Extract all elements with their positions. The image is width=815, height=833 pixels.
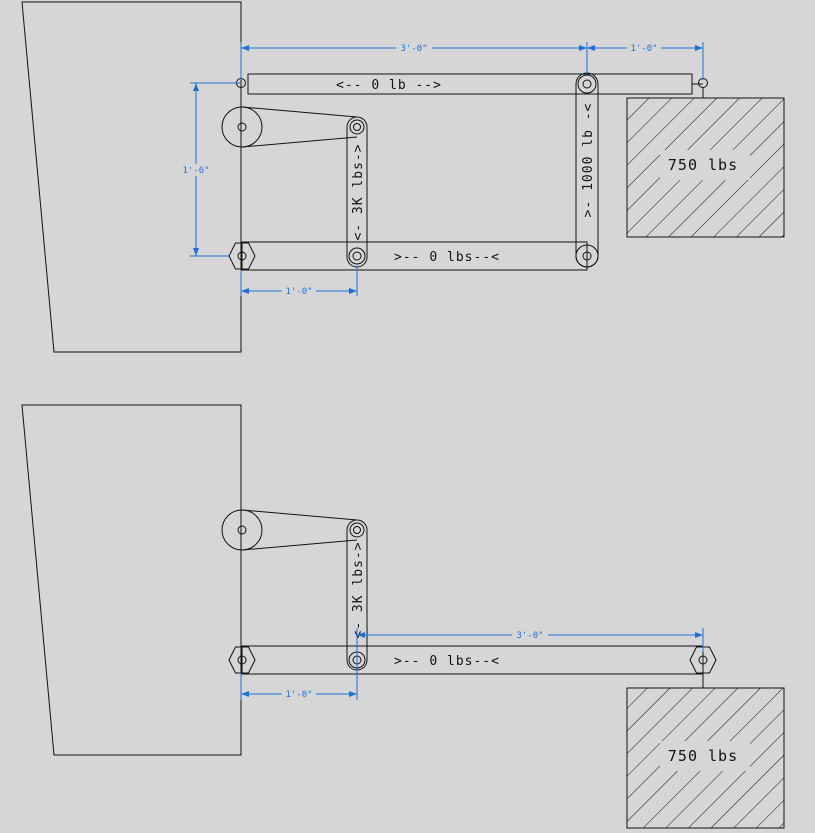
right-link-top-pin bbox=[577, 74, 597, 94]
right-link-top-pin-center bbox=[582, 79, 592, 89]
left-link-top-pin-center-2 bbox=[353, 526, 361, 534]
top-diagram bbox=[21, 1, 785, 353]
top-span-ext-dim: 1'-0" bbox=[630, 44, 657, 54]
crank-disk bbox=[221, 106, 263, 148]
crank-arm-upper bbox=[241, 106, 358, 118]
crank-center-2 bbox=[237, 525, 247, 535]
crank-arm-lower-2 bbox=[241, 539, 358, 551]
crank-arm-lower bbox=[241, 136, 358, 148]
vertical-span-dim: 1'-6" bbox=[182, 166, 209, 176]
bottom-bar-force-label: >-- 0 lbs--< bbox=[394, 250, 500, 265]
crank-disk-2 bbox=[221, 509, 263, 551]
bottom-bar-left-hex-2 bbox=[228, 646, 256, 674]
bottom-bar-force-label-2: >-- 0 lbs--< bbox=[394, 654, 500, 669]
left-link-force-label: <- 3K lbs-> bbox=[351, 143, 366, 240]
left-link-top-pin-center bbox=[353, 123, 361, 131]
top-span-main-dim: 3'-0" bbox=[400, 44, 427, 54]
left-link-top-pin-2 bbox=[349, 522, 365, 538]
bottom-diagram bbox=[21, 404, 785, 829]
machine-body bbox=[21, 1, 242, 353]
weight-label-2: 750 lbs bbox=[668, 747, 738, 765]
bottom-bar-left-pin bbox=[237, 251, 247, 261]
bottom-span-dim-2: 1'-0" bbox=[285, 690, 312, 700]
right-link-force-label: >- 1000 lb -< bbox=[581, 103, 596, 218]
span-main-dim-2: 3'-0" bbox=[516, 631, 543, 641]
weight-label: 750 lbs bbox=[668, 156, 738, 174]
left-link-force-label-2: <- 3K lbs-> bbox=[351, 541, 366, 638]
bottom-bar-2 bbox=[241, 645, 704, 675]
machine-body-2 bbox=[21, 404, 242, 756]
top-bar-force-label: <-- 0 lb --> bbox=[336, 78, 442, 93]
bottom-bar-right-hex-2 bbox=[689, 646, 717, 674]
bottom-bar-left-pin-2 bbox=[237, 655, 247, 665]
bottom-bar-mid-pin-outer bbox=[348, 247, 366, 265]
crank-arm-upper-2 bbox=[241, 509, 358, 521]
bottom-bar-right-pin-outer bbox=[575, 244, 599, 268]
crank-center bbox=[237, 122, 247, 132]
left-link-top-pin bbox=[349, 119, 365, 135]
bottom-bar bbox=[241, 241, 588, 271]
bottom-bar-left-hex bbox=[228, 242, 256, 270]
bottom-bar-right-pin bbox=[582, 251, 592, 261]
top-bar bbox=[247, 73, 693, 95]
bottom-bar-mid-pin bbox=[352, 251, 362, 261]
bottom-bar-right-pin-2 bbox=[698, 655, 708, 665]
bottom-span-dim: 1'-0" bbox=[285, 287, 312, 297]
